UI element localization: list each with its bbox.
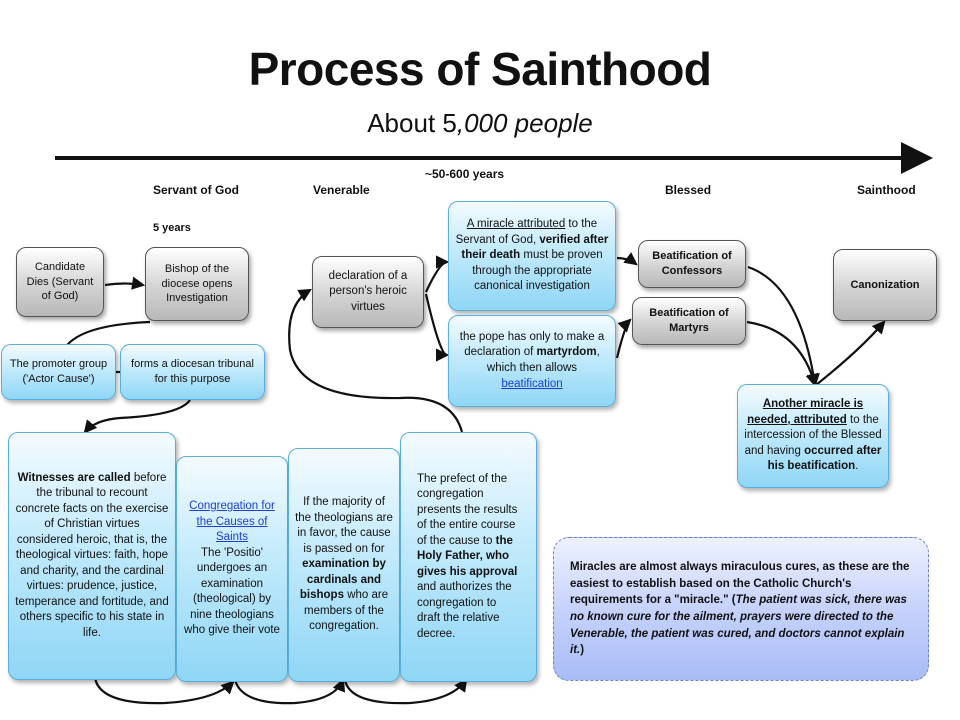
majority-box: If the majority of the theologians are i… <box>288 448 400 682</box>
majority-a: If the majority of the theologians are i… <box>295 496 393 555</box>
majority-c: who are members of the congregation. <box>304 589 389 633</box>
arrow-pope-martyrs <box>615 318 632 359</box>
subtitle-lead: About 5 <box>367 108 457 138</box>
candidate-dies-box: Candidate Dies (Servant of God) <box>16 247 104 317</box>
stage-servant-of-god: Servant of God <box>153 183 240 197</box>
witnesses-bold: Witnesses are called <box>17 471 131 484</box>
witnesses-text: Witnesses are called before the tribunal… <box>15 471 169 642</box>
beatification-confessors-box: Beatification of Confessors <box>638 240 746 288</box>
promoter-box: The promoter group ('Actor Cause') <box>1 344 116 400</box>
miracles-note: Miracles are almost always miraculous cu… <box>553 537 929 681</box>
pope-text: the pope has only to make a declaration … <box>455 330 609 392</box>
note-c: ) <box>580 644 585 657</box>
page-title: Process of Sainthood <box>248 43 712 95</box>
another-miracle-box: Another miracle is needed, attributed to… <box>737 384 889 488</box>
majority-text: If the majority of the theologians are i… <box>295 495 393 635</box>
promoter-text: The promoter group ('Actor Cause') <box>9 358 108 385</box>
heroic-virtues-text: declaration of a person's heroic virtues <box>328 269 408 313</box>
arrow-tribunal-witnesses <box>83 399 191 434</box>
bishop-text: Bishop of the diocese opens Investigatio… <box>161 262 233 305</box>
duration-label: ~50-600 years <box>425 167 505 181</box>
tribunal-box: forms a diocesan tribunal for this purpo… <box>120 344 265 400</box>
prefect-a: The prefect of the congregation presents… <box>417 472 518 547</box>
prefect-text: The prefect of the congregation presents… <box>417 472 520 643</box>
another-b: occurred after his beatification <box>767 444 882 473</box>
miracle-c: must be proven through the appropriate c… <box>472 249 603 293</box>
another-miracle-text: Another miracle is needed, attributed to… <box>744 397 882 475</box>
miracle-text: A miracle attributed to the Servant of G… <box>455 217 609 295</box>
candidate-dies-text: Candidate Dies (Servant of God) <box>26 260 94 303</box>
miracle-b: verified after their death <box>461 233 609 262</box>
pope-a: the pope has only to make a declaration … <box>459 330 605 359</box>
tribunal-text: forms a diocesan tribunal for this purpo… <box>131 358 254 385</box>
stage-blessed: Blessed <box>665 183 712 197</box>
prefect-box: The prefect of the congregation presents… <box>400 432 537 682</box>
subtitle-italic: ,000 people <box>456 108 593 138</box>
another-c: . <box>855 460 859 473</box>
arrow-martyrs-another <box>746 320 819 388</box>
arrow-congregation-majority <box>233 677 346 705</box>
bishop-box: Bishop of the diocese opens Investigatio… <box>145 247 249 321</box>
majority-b: examination by cardinals and bishops <box>299 558 386 602</box>
congregation-link[interactable]: Congregation for the Causes of Saints <box>189 500 275 544</box>
stage-venerable: Venerable <box>313 183 370 197</box>
arrow-candidate-bishop <box>104 276 146 290</box>
five-years-label: 5 years <box>153 222 191 234</box>
witnesses-rest: before the tribunal to recount concrete … <box>15 471 169 639</box>
another-a: to the intercession of the Blessed and h… <box>744 413 882 457</box>
pope-c: , which then allows <box>486 346 600 374</box>
arrow-majority-prefect <box>343 678 468 705</box>
congregation-rest: The 'Positio' undergoes an examination (… <box>184 546 280 637</box>
witnesses-box: Witnesses are called before the tribunal… <box>8 432 176 680</box>
page-subtitle: About 5,000 people <box>0 108 960 139</box>
prefect-c: and authorizes the congregation to draft… <box>417 581 512 640</box>
prefect-b: the Holy Father, who gives his approval <box>417 534 518 578</box>
canonization-text: Canonization <box>850 278 920 291</box>
canonization-box: Canonization <box>833 249 937 321</box>
beatification-martyrs-box: Beatification of Martyrs <box>632 297 746 345</box>
miracles-note-text: Miracles are almost always miraculous cu… <box>570 559 912 659</box>
arrow-another-canonization <box>815 320 886 386</box>
beatification-link[interactable]: beatification <box>501 377 563 390</box>
another-underlined: Another miracle is needed, attributed <box>747 398 864 426</box>
arrow-confessors-another <box>747 265 820 388</box>
miracle-a: to the Servant of God, <box>455 218 598 246</box>
stage-sainthood: Sainthood <box>857 183 916 197</box>
pope-box: the pope has only to make a declaration … <box>448 315 616 407</box>
arrow-heroic-miracle <box>425 255 450 293</box>
beatification-confessors-text: Beatification of Confessors <box>652 250 732 277</box>
miracle-box: A miracle attributed to the Servant of G… <box>448 201 616 311</box>
heroic-virtues-box: declaration of a person's heroic virtues <box>312 256 424 328</box>
arrow-miracle-confessors <box>616 252 638 266</box>
pope-b: martyrdom <box>536 346 597 359</box>
note-a: Miracles are almost always miraculous cu… <box>570 560 910 607</box>
beatification-martyrs-text: Beatification of Martyrs <box>649 307 729 334</box>
arrow-heroic-pope <box>424 293 450 362</box>
miracle-underlined: A miracle attributed <box>466 218 566 231</box>
note-b: The patient was sick, there was no known… <box>570 594 907 657</box>
